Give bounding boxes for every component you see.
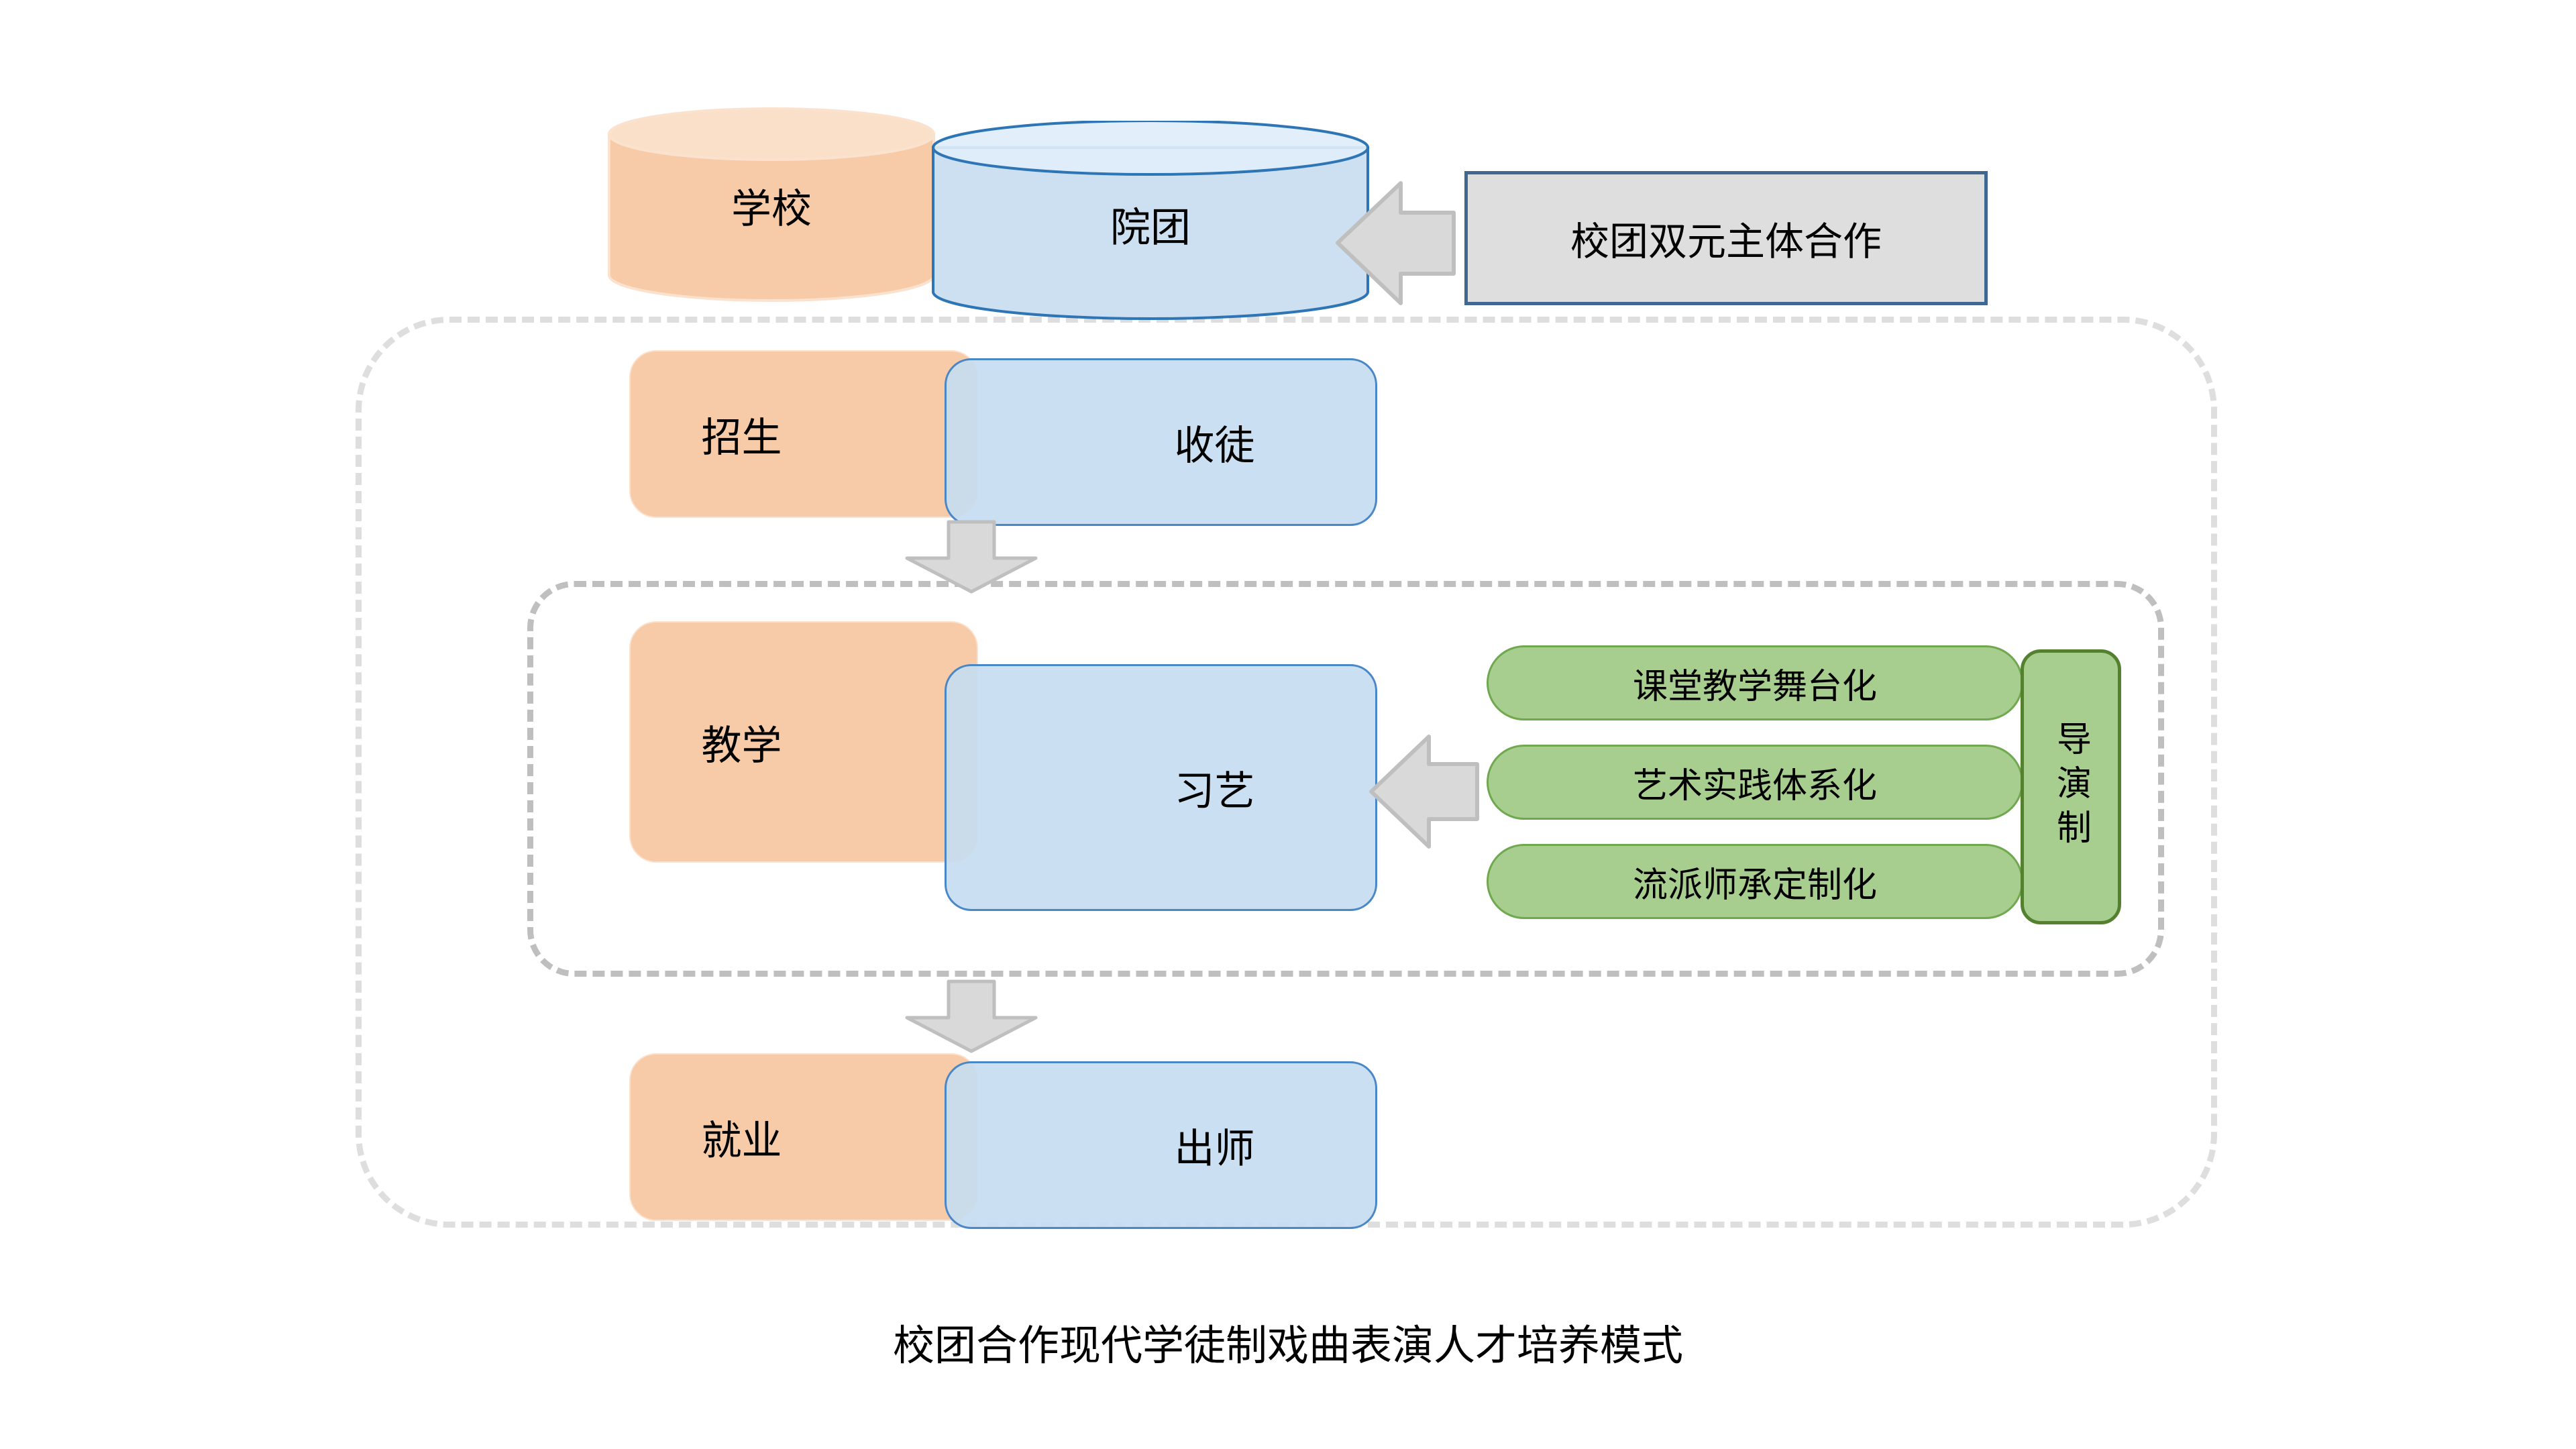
callout-box-label: 校团双元主体合作 <box>1570 219 1882 264</box>
box-director-system[interactable]: 导演制 <box>2021 649 2121 924</box>
diagram-caption: 校团合作现代学徒制戏曲表演人才培养模式 <box>892 1321 1683 1370</box>
box-teaching-school-label: 教学 <box>701 722 782 769</box>
pill-classroom-staging[interactable]: 课堂教学舞台化 <box>1487 645 2023 720</box>
cylinder-troupe[interactable]: 院团 <box>929 121 1372 322</box>
callout-box-cooperation[interactable]: 校团双元主体合作 <box>1464 171 1988 305</box>
inner-dashed-frame <box>527 581 2164 977</box>
box-employment-troupe-label: 出师 <box>1174 1125 1255 1173</box>
arrow-left-callout-to-troupe <box>1335 181 1456 305</box>
cylinder-school-label: 学校 <box>731 186 812 233</box>
box-teaching-troupe[interactable]: 习艺 <box>945 664 1377 911</box>
cylinder-school[interactable]: 学校 <box>604 107 939 302</box>
pill-school-lineage-custom[interactable]: 流派师承定制化 <box>1487 844 2023 919</box>
arrow-down-teaching-to-employment <box>904 979 1038 1053</box>
box-enrollment-troupe[interactable]: 收徒 <box>945 358 1377 526</box>
box-employment-school-label: 就业 <box>701 1117 782 1165</box>
arrow-left-pills-to-practice <box>1368 735 1479 849</box>
box-enrollment-troupe-label: 收徒 <box>1174 422 1255 470</box>
box-employment-school[interactable]: 就业 <box>629 1053 978 1221</box>
arrow-down-enrollment-to-teaching <box>904 520 1038 594</box>
pill-school-lineage-custom-label: 流派师承定制化 <box>1632 865 1877 906</box>
box-enrollment-school[interactable]: 招生 <box>629 350 978 518</box>
box-teaching-troupe-label: 习艺 <box>1174 767 1255 815</box>
pill-art-practice-system-label: 艺术实践体系化 <box>1632 765 1877 806</box>
pill-classroom-staging-label: 课堂教学舞台化 <box>1632 666 1877 707</box>
box-employment-troupe[interactable]: 出师 <box>945 1061 1377 1229</box>
box-enrollment-school-label: 招生 <box>701 414 782 462</box>
box-teaching-school[interactable]: 教学 <box>629 621 978 863</box>
cylinder-troupe-label: 院团 <box>1110 205 1191 252</box>
pill-art-practice-system[interactable]: 艺术实践体系化 <box>1487 745 2023 820</box>
box-director-system-label: 导演制 <box>2050 720 2091 853</box>
